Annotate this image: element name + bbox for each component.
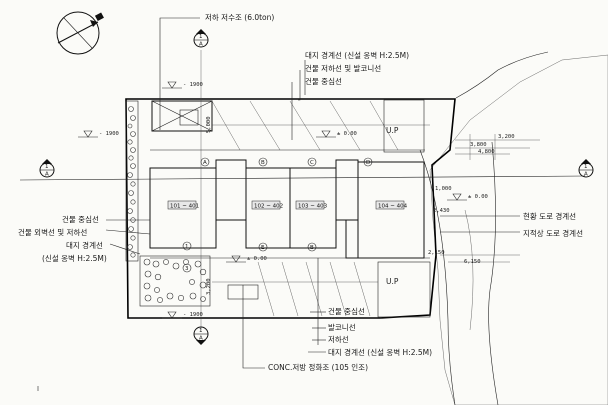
- label-septic: CONC.저방 정화조 (105 인조): [268, 362, 368, 372]
- stone-wall-bottom-left: [139, 255, 211, 307]
- dim-1: 3,200: [498, 134, 515, 140]
- section-right-sub: A: [584, 172, 588, 178]
- grid-e: E: [261, 245, 265, 251]
- section-marker-right: [578, 159, 594, 178]
- label-site-line-left-2: (신설 옹벽 H:2.5M): [42, 253, 107, 263]
- section-left-sub: A: [45, 172, 49, 178]
- section-bottom-sub: A: [199, 336, 203, 342]
- level-bottom-left: - 1900: [183, 312, 203, 318]
- road-area: [419, 51, 608, 405]
- dim-9: 3,200: [206, 278, 212, 295]
- dim-2: 3,800: [470, 142, 487, 148]
- section-left-num: 1: [45, 164, 49, 170]
- dim-8: 5,000: [206, 116, 212, 133]
- dim-7: 6,150: [464, 259, 481, 265]
- grid-a: A: [203, 160, 207, 166]
- level-mid-top: ± 0.00: [337, 131, 357, 137]
- section-bottom-num: 1: [199, 328, 203, 334]
- level-left: - 1900: [99, 131, 119, 137]
- label-center-top: 건물 중심선: [305, 76, 342, 86]
- dim-6: 2,150: [428, 250, 445, 256]
- stone-wall-left: [125, 100, 139, 262]
- level-right: ± 0.00: [468, 194, 488, 200]
- level-bottom-mid: ± 0.00: [247, 256, 267, 262]
- label-center-bottom: 건물 중심선: [328, 306, 365, 316]
- label-site-line-top: 대지 경계선 (신설 옹벽 H:2.5M): [305, 50, 409, 60]
- label-center-left: 건물 중심선: [62, 214, 99, 224]
- section-right-num: 1: [584, 164, 588, 170]
- grid-d: D: [366, 160, 370, 166]
- dim-3: 4,800: [478, 149, 495, 155]
- section-top-sub: A: [199, 42, 203, 48]
- section-marker-top: [193, 29, 209, 48]
- label-site-line-left-1: 대지 경계선: [66, 240, 103, 250]
- water-tank-area: [151, 100, 213, 132]
- label-setback-bottom: 저하선: [328, 334, 349, 344]
- level-top-left: - 1900: [183, 82, 203, 88]
- stair-area-bottom-right: [377, 261, 431, 318]
- grid-3: 3: [185, 266, 189, 272]
- label-up-bottom: U.P: [386, 277, 399, 286]
- dim-4: 1,000: [435, 186, 452, 192]
- label-site-line-bottom: 대지 경계선 (신설 옹벽 H:2.5M): [328, 347, 432, 357]
- label-up-top: U.P: [386, 126, 399, 135]
- dim-5: 2,430: [433, 208, 450, 214]
- grid-b: B: [261, 160, 265, 166]
- grid-c: C: [310, 160, 314, 166]
- stair-area-top-right: [383, 99, 425, 153]
- label-road-existing: 현황 도로 경계선: [523, 211, 576, 221]
- label-balcony-bottom: 발코니선: [328, 323, 356, 332]
- label-tank: 저하 저수조 (6.0ton): [205, 12, 274, 22]
- grid-1: 1: [185, 244, 189, 250]
- label-road-planned: 지적상 도로 경계선: [523, 228, 583, 238]
- room-label-4: 104 ~ 404: [378, 204, 408, 210]
- section-marker-bottom: [193, 326, 209, 345]
- room-label-3: 103 ~ 403: [298, 204, 328, 210]
- room-label-1: 101 ~ 401: [170, 204, 199, 210]
- lower-yard: [150, 257, 430, 317]
- label-setback-top: 건물 저하선 및 발코니선: [305, 63, 381, 73]
- section-marker-left: [39, 159, 55, 178]
- room-label-2: 102 ~ 402: [254, 204, 283, 210]
- grid-f: B: [310, 245, 314, 251]
- section-top-num: 1: [199, 34, 203, 40]
- north-arrow-icon: [56, 11, 104, 55]
- label-setback-left: 건물 외벽선 및 저하선: [18, 227, 87, 237]
